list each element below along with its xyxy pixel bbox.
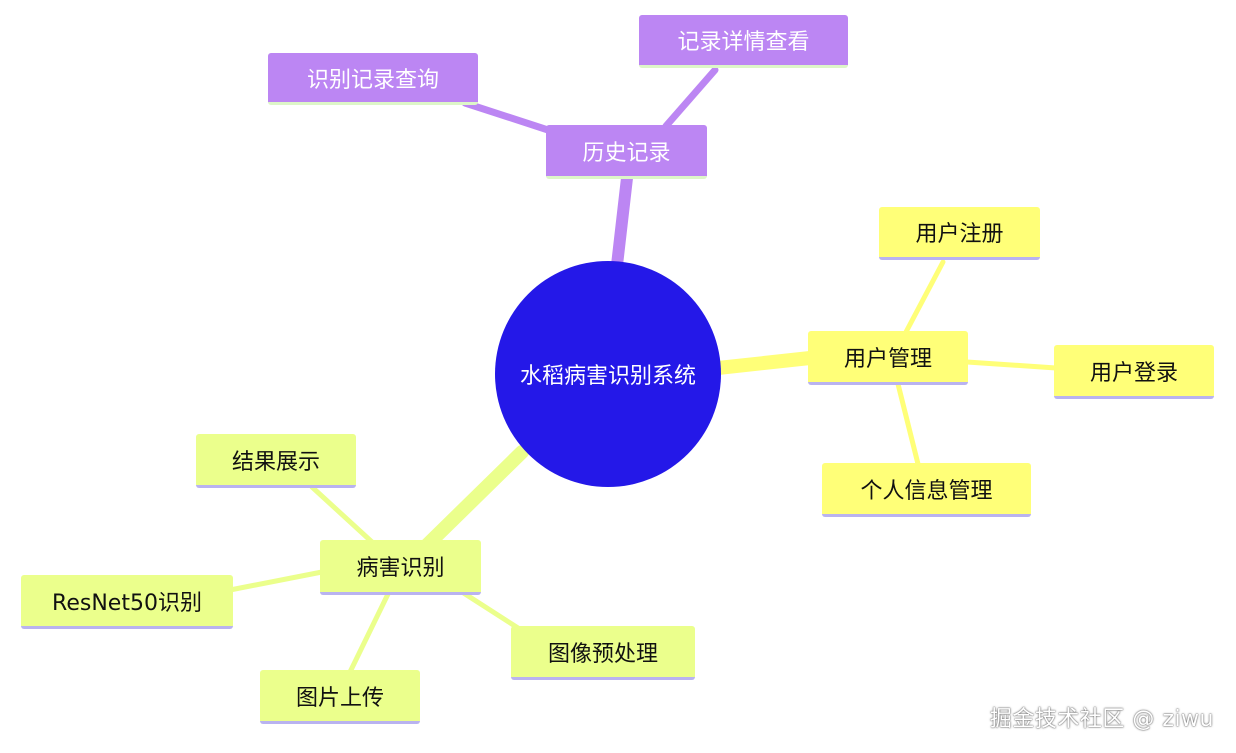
node-disease-preprocess: 图像预处理 bbox=[511, 626, 695, 680]
node-user: 用户管理 bbox=[808, 331, 968, 385]
disease-resnet-label: ResNet50识别 bbox=[52, 590, 202, 616]
node-history-detail: 记录详情查看 bbox=[639, 15, 848, 68]
link-disease-result bbox=[309, 484, 375, 545]
node-user-login: 用户登录 bbox=[1054, 345, 1214, 399]
link-center-disease bbox=[413, 445, 529, 559]
center-node: 水稻病害识别系统 bbox=[495, 261, 721, 487]
link-disease-upload bbox=[347, 591, 391, 675]
disease-result-label: 结果展示 bbox=[231, 449, 320, 475]
link-history-query bbox=[461, 99, 552, 134]
link-user-register bbox=[903, 259, 946, 335]
user-profile-label: 个人信息管理 bbox=[860, 478, 993, 504]
node-disease-upload: 图片上传 bbox=[260, 670, 420, 724]
node-history-query: 识别记录查询 bbox=[268, 53, 478, 105]
node-disease: 病害识别 bbox=[320, 540, 481, 595]
link-disease-resnet bbox=[227, 569, 325, 593]
link-user-login bbox=[964, 359, 1059, 371]
link-center-user bbox=[711, 351, 817, 375]
node-disease-resnet: ResNet50识别 bbox=[21, 575, 233, 629]
history-label: 历史记录 bbox=[582, 140, 671, 166]
link-disease-preprocess bbox=[459, 589, 521, 631]
user-login-label: 用户登录 bbox=[1089, 360, 1178, 386]
link-center-history bbox=[611, 172, 633, 271]
link-history-detail bbox=[662, 66, 719, 130]
history-query-label: 识别记录查询 bbox=[306, 67, 439, 93]
user-label: 用户管理 bbox=[843, 346, 932, 372]
disease-preprocess-label: 图像预处理 bbox=[547, 641, 658, 667]
center-label: 水稻病害识别系统 bbox=[519, 364, 696, 389]
node-history: 历史记录 bbox=[546, 125, 707, 179]
node-user-register: 用户注册 bbox=[879, 207, 1040, 260]
node-user-profile: 个人信息管理 bbox=[822, 463, 1031, 517]
node-disease-result: 结果展示 bbox=[196, 434, 356, 488]
user-register-label: 用户注册 bbox=[915, 222, 1004, 247]
disease-label: 病害识别 bbox=[356, 556, 445, 581]
history-detail-label: 记录详情查看 bbox=[677, 30, 810, 55]
watermark-text: 掘金技术社区 @ ziwu bbox=[989, 707, 1214, 732]
link-user-profile bbox=[895, 381, 921, 467]
disease-upload-label: 图片上传 bbox=[295, 685, 384, 711]
